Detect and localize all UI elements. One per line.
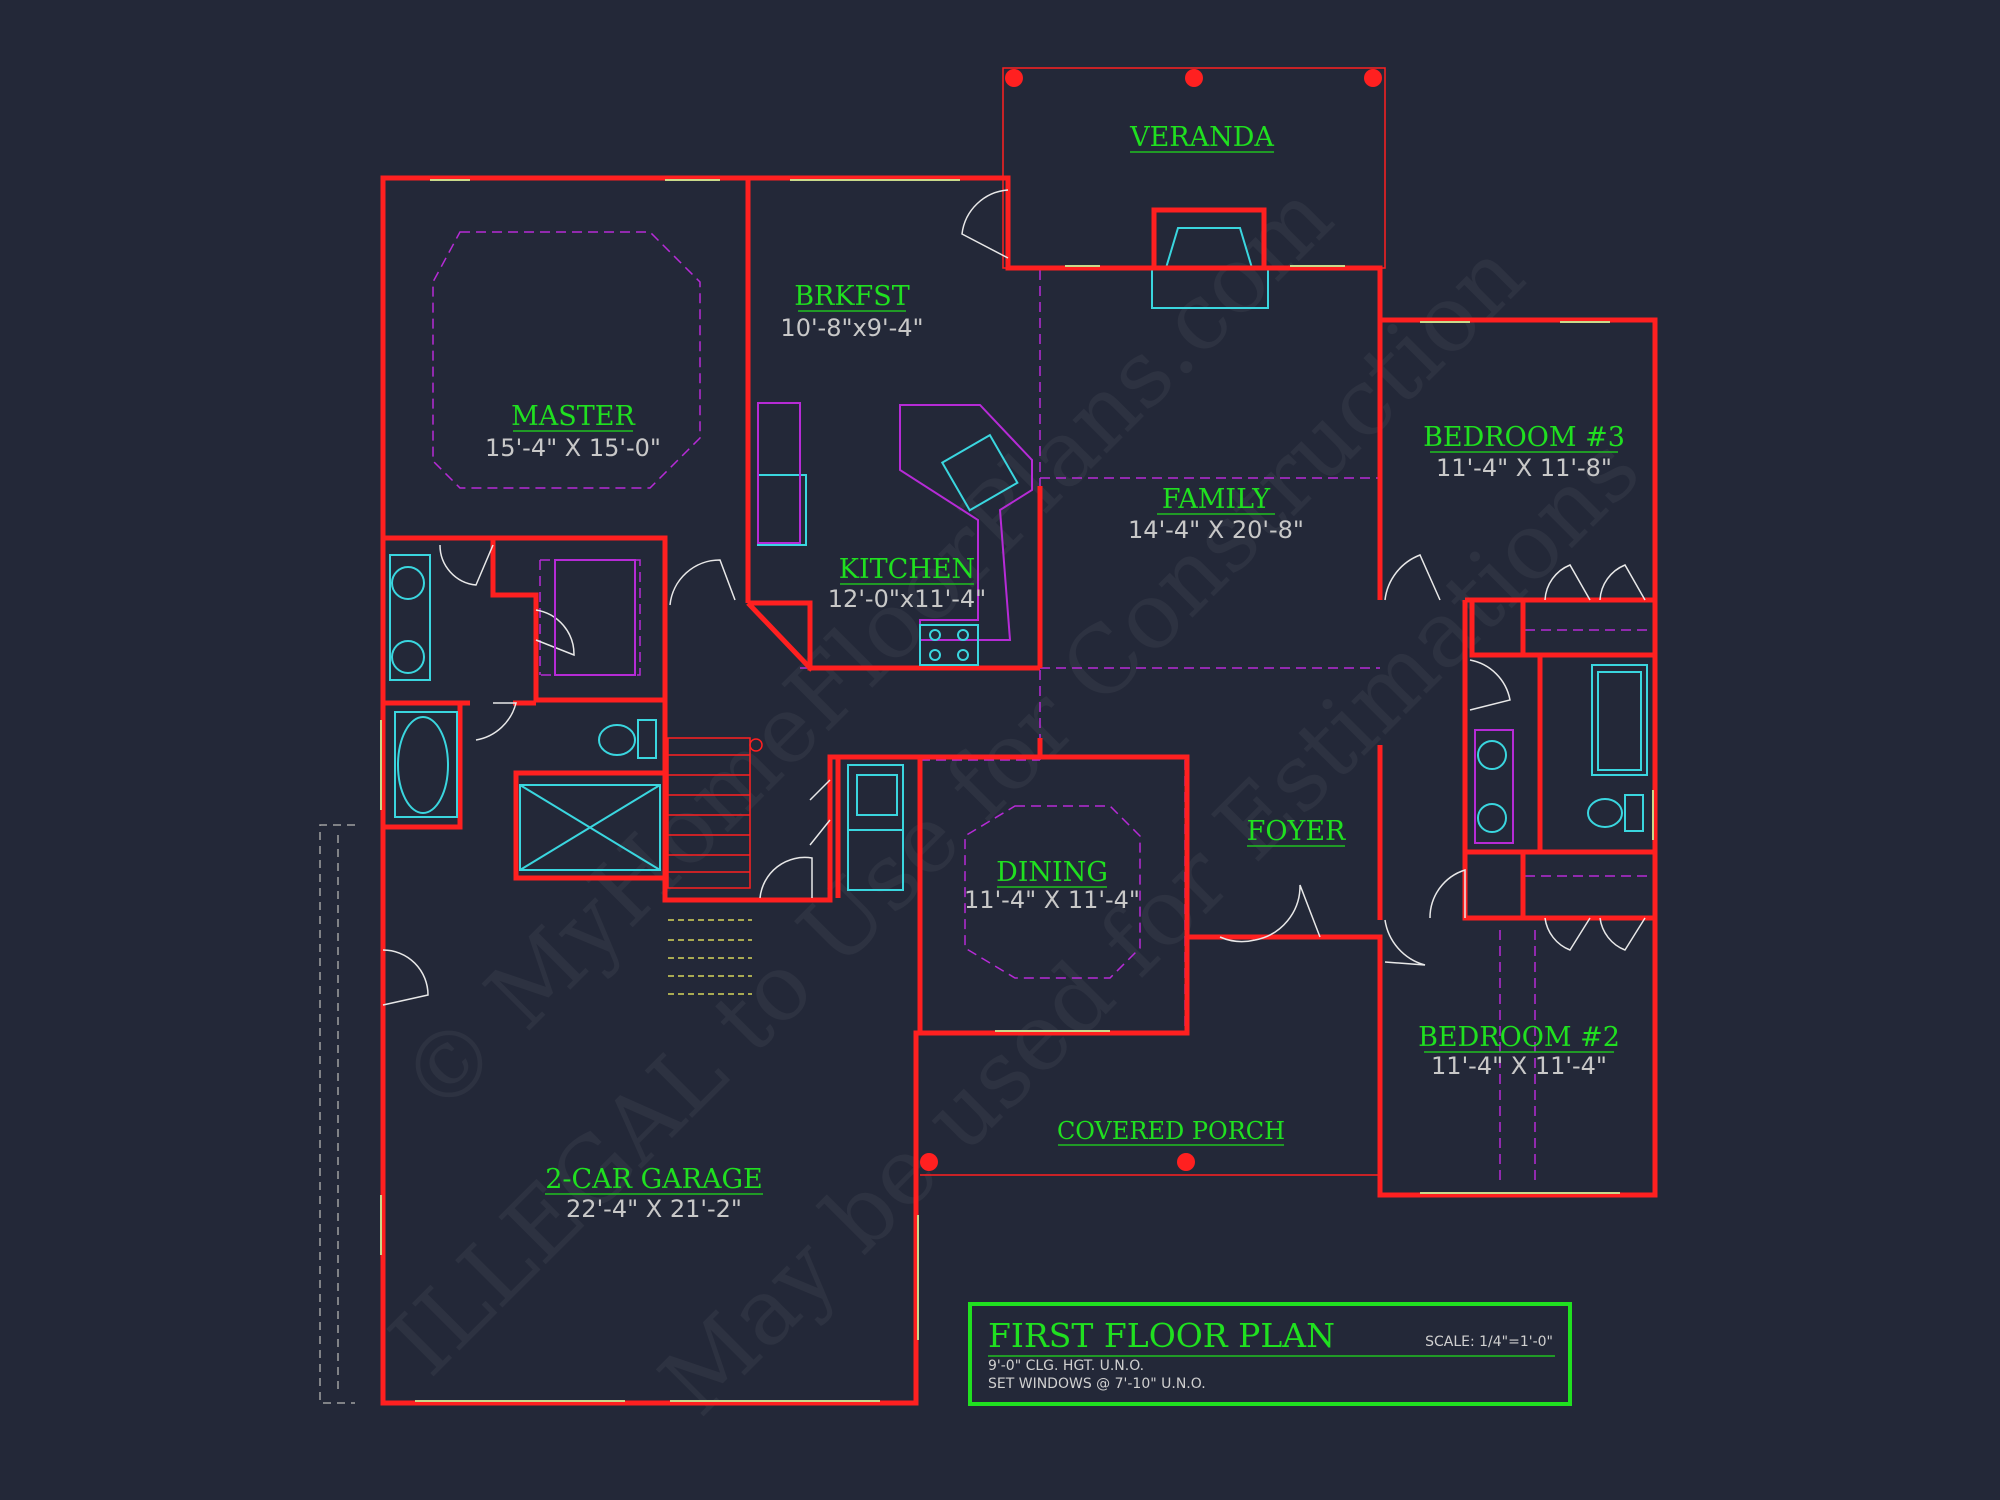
room-label-family: FAMILY: [1162, 484, 1271, 515]
covered-porch-structure: [920, 1153, 1380, 1176]
doors: [382, 189, 1646, 1006]
column: [1177, 1153, 1195, 1171]
sink-icon: [391, 640, 425, 674]
room-label-bedroom-2: BEDROOM #2: [1418, 1022, 1620, 1053]
windows: [380, 179, 1654, 1340]
walls: [380, 175, 1658, 1406]
room-dims-kitchen: 12'-0"x11'-4": [828, 585, 986, 613]
dining-tray-ceiling: [964, 805, 1141, 979]
room-label-covered-porch: COVERED PORCH: [1057, 1117, 1285, 1145]
toilet-icon: [1587, 798, 1623, 828]
column: [1005, 69, 1023, 87]
stairs: [667, 737, 763, 995]
bathtub-icon: [397, 716, 449, 814]
room-label-kitchen: KITCHEN: [839, 554, 975, 585]
title-block-note-windows: SET WINDOWS @ 7'-10" U.N.O.: [988, 1376, 1206, 1392]
bathtub-icon: [1591, 664, 1648, 776]
sink-icon: [391, 566, 425, 600]
room-dims-master: 15'-4" X 15'-0": [485, 434, 661, 462]
room-labels: VERANDA BRKFST 10'-8"x9'-4" MASTER 15'-4…: [485, 122, 1625, 1223]
room-dims-brkfst: 10'-8"x9'-4": [780, 314, 923, 342]
room-label-bedroom-3: BEDROOM #3: [1423, 422, 1625, 453]
toilet-icon: [598, 724, 636, 756]
fixtures: [389, 402, 1648, 891]
room-dims-bedroom-2: 11'-4" X 11'-4": [1431, 1052, 1607, 1080]
fireplace-hearth: [1151, 268, 1269, 309]
room-label-veranda: VERANDA: [1129, 122, 1274, 153]
column: [1185, 69, 1203, 87]
room-dims-bedroom-3: 11'-4" X 11'-8": [1436, 454, 1612, 482]
room-dims-dining: 11'-4" X 11'-4": [964, 886, 1140, 914]
room-label-foyer: FOYER: [1247, 816, 1346, 847]
watermark-line-2: ILLEGAL to Use for Construction: [370, 221, 1544, 1395]
title-block-title: FIRST FLOOR PLAN: [988, 1316, 1335, 1355]
room-label-brkfst: BRKFST: [794, 281, 910, 312]
room-label-dining: DINING: [996, 857, 1108, 888]
room-label-master: MASTER: [511, 401, 635, 432]
title-block-note-ceiling: 9'-0" CLG. HGT. U.N.O.: [988, 1358, 1144, 1374]
master-tray-ceiling: [432, 231, 701, 489]
column: [920, 1153, 938, 1171]
veranda-structure: [1002, 67, 1386, 309]
cooktop-icon: [919, 624, 979, 666]
room-dims-garage: 22'-4" X 21'-2": [566, 1195, 742, 1223]
column: [1364, 69, 1382, 87]
room-dims-family: 14'-4" X 20'-8": [1128, 516, 1304, 544]
garage-overhead-door: [319, 824, 355, 1404]
title-block: FIRST FLOOR PLAN SCALE: 1/4"=1'-0" 9'-0"…: [968, 1302, 1572, 1406]
title-block-scale: SCALE: 1/4"=1'-0": [1425, 1334, 1553, 1350]
sink-icon: [1477, 740, 1507, 770]
kitchen-sink-icon: [940, 433, 1019, 512]
room-label-garage: 2-CAR GARAGE: [545, 1164, 763, 1195]
sink-icon: [1477, 803, 1507, 833]
